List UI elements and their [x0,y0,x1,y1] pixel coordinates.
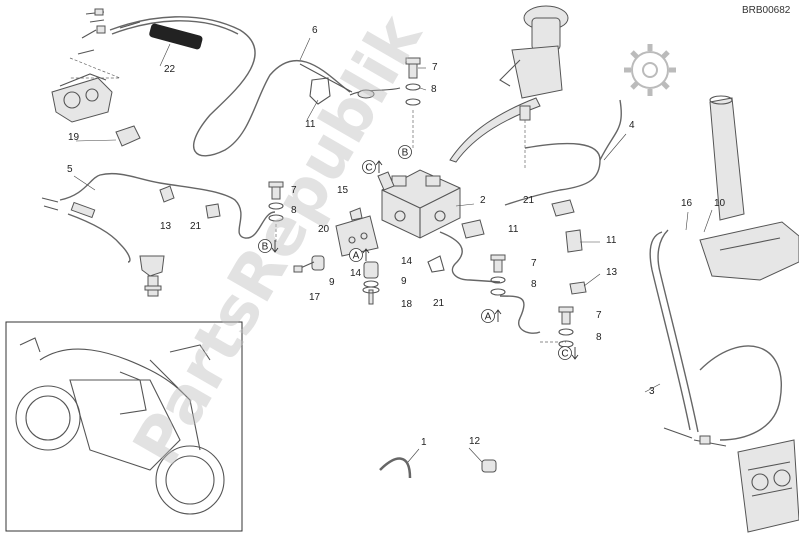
connector-marker-A: A [481,309,502,323]
motorcycle-inset [5,321,243,532]
callout-18: 18 [401,299,413,310]
svg-text:A: A [485,312,492,323]
abs-mounts [293,255,380,305]
hose-protector [149,23,203,50]
abs-outlet-lines [439,231,541,334]
cable-tie-1 [379,457,412,479]
abs-modulator [377,169,461,239]
gear-icon [624,44,676,96]
callout-1: 1 [421,437,427,448]
callout-7: 7 [596,310,602,321]
grommet-12 [481,459,497,473]
callout-21: 21 [433,298,445,309]
callout-11: 11 [606,235,617,246]
connector-marker-B: B [398,145,412,159]
svg-text:B: B [262,242,269,253]
callout-3: 3 [649,386,655,397]
clip-13-right [569,281,587,295]
callout-10: 10 [714,198,726,209]
front-fork-and-yoke [699,95,799,281]
callout-8: 8 [431,84,437,95]
callout-2: 2 [480,195,486,206]
clip-21-left [205,203,221,219]
callout-14: 14 [350,268,362,279]
callout-11: 11 [508,224,519,235]
clip-11-right [565,229,583,253]
callout-13: 13 [160,221,172,232]
front-caliper [737,439,799,533]
svg-text:C: C [365,163,372,174]
clip-21-mid [551,199,575,217]
connector-marker-A: A [349,248,370,262]
connector-marker-C: C [362,160,383,174]
connector-marker-B: B [258,239,279,253]
callout-13: 13 [606,267,618,278]
front-caliper-hose-3 [649,231,691,431]
callout-14: 14 [401,256,413,267]
callout-19: 19 [68,132,80,143]
callout-21: 21 [190,221,202,232]
banjo-bolt-group-lower [540,306,574,348]
callout-4: 4 [629,120,635,131]
callout-11: 11 [305,119,316,130]
callout-20: 20 [318,224,330,235]
callout-22: 22 [164,64,176,75]
front-brake-line-left [59,173,276,239]
rear-bleed-screws [69,8,121,79]
callout-8: 8 [291,205,297,216]
callout-8: 8 [596,332,602,343]
rear-caliper [51,73,113,123]
callout-7: 7 [531,258,537,269]
clip-13-left [159,185,175,203]
rear-brake-hose [109,16,351,157]
wheel-speed-sensor [139,255,165,297]
callout-12: 12 [469,436,481,447]
callout-7: 7 [291,185,297,196]
svg-text:B: B [402,148,409,159]
leader-lines [73,37,713,463]
callout-16: 16 [681,198,693,209]
connector-19 [115,125,141,147]
svg-text:A: A [353,251,360,262]
callout-9: 9 [329,277,335,288]
callout-21: 21 [523,195,535,206]
front-brake-line-4 [504,142,601,206]
callout-5: 5 [67,164,73,175]
svg-text:C: C [561,349,568,360]
callout-15: 15 [337,185,349,196]
clip-11-mid [461,219,485,239]
callout-8: 8 [531,279,537,290]
banjo-bolt-group-top [405,57,421,150]
hose-clip [309,77,331,105]
callout-7: 7 [432,62,438,73]
banjo-bolt-group-left [268,181,284,244]
connector-marker-layer: A A B B C C [258,145,579,360]
callout-9: 9 [401,276,407,287]
banjo-bolt-group-mid [490,254,506,296]
drawing-code: BRB00682 [742,5,791,16]
connector-marker-C: C [558,346,579,360]
callout-6: 6 [312,25,318,36]
abs-bracket [335,215,379,257]
front-master-cylinder [449,5,569,170]
callout-17: 17 [309,292,321,303]
